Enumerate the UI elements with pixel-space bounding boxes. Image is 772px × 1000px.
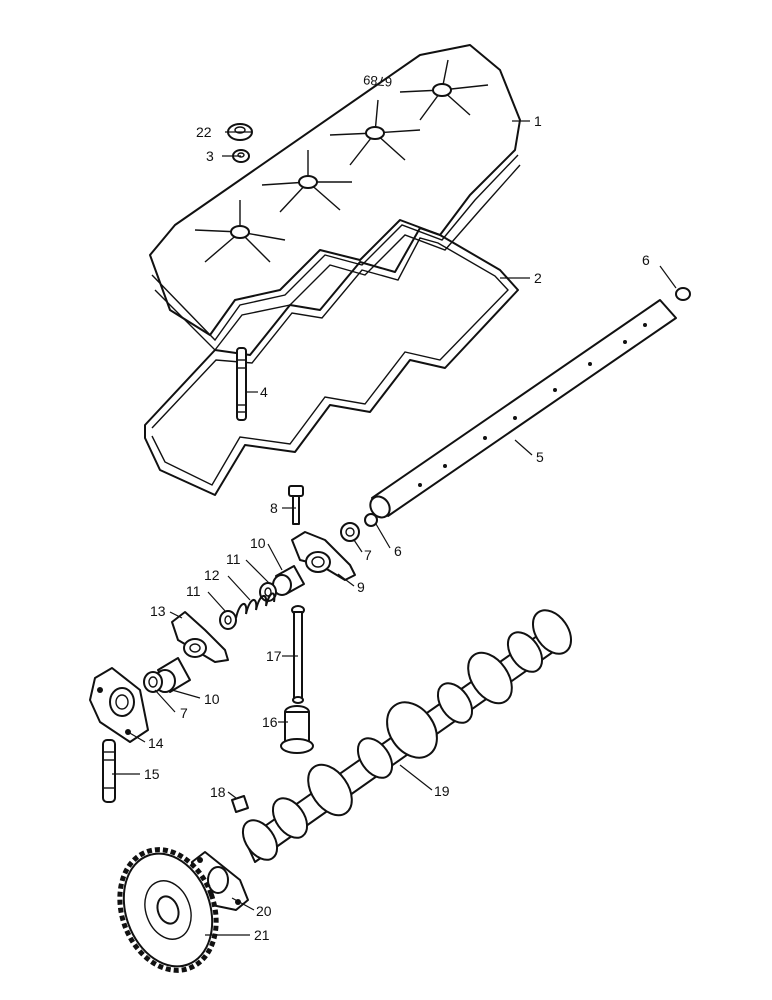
- drawing-code: 6789: [363, 72, 393, 89]
- callout-18: 18: [210, 784, 226, 800]
- push-rod: [291, 605, 305, 704]
- callout-13: 13: [150, 603, 166, 619]
- shaft-plug-end: [675, 287, 691, 301]
- rocker-pedestal: [89, 667, 149, 743]
- cam-lobes: [241, 609, 573, 861]
- shaft-spacer-lower: [143, 671, 163, 693]
- spring-washer-lower: [219, 610, 237, 630]
- callout-10b: 10: [204, 691, 220, 707]
- callout-7b: 7: [180, 705, 188, 721]
- callout-1: 1: [534, 113, 542, 129]
- woodruff-key: [231, 795, 249, 813]
- callout-7a: 7: [364, 547, 372, 563]
- rocker-arm-right: [291, 531, 356, 581]
- callout-3: 3: [206, 148, 214, 164]
- adjusting-screw: [288, 485, 304, 525]
- callout-10a: 10: [250, 535, 266, 551]
- callout-19: 19: [434, 783, 450, 799]
- rocker-bushing-upper: [272, 565, 305, 596]
- cover-bosses: [230, 83, 452, 239]
- callout-22: 22: [196, 124, 212, 140]
- cover-stud: [236, 347, 247, 421]
- camshaft-gear: [117, 847, 219, 973]
- callout-15: 15: [144, 766, 160, 782]
- callout-4: 4: [260, 384, 268, 400]
- callout-2: 2: [534, 270, 542, 286]
- callout-21: 21: [254, 927, 270, 943]
- leader-lines: [112, 120, 677, 936]
- callout-20: 20: [256, 903, 272, 919]
- rocker-shaft: [369, 299, 677, 519]
- callout-11b: 11: [186, 583, 201, 599]
- callout-6a: 6: [642, 252, 650, 268]
- callout-17: 17: [266, 648, 282, 664]
- rocker-arm-left: [171, 611, 229, 663]
- callout-11a: 11: [226, 551, 241, 567]
- callouts: 1 2 22 3 4 5 6 6 7 7 8 9 10 10 11 11 12 …: [144, 113, 650, 943]
- callout-16: 16: [262, 714, 278, 730]
- camshaft: [241, 609, 573, 863]
- rocker-cover: [149, 44, 521, 352]
- callout-14: 14: [148, 735, 164, 751]
- rocker-spring: [235, 592, 276, 619]
- callout-5: 5: [536, 449, 544, 465]
- callout-8: 8: [270, 500, 278, 516]
- tappet: [280, 705, 314, 754]
- shaft-spacer-upper: [340, 522, 360, 542]
- callout-9: 9: [357, 579, 365, 595]
- pedestal-stud: [102, 739, 116, 803]
- callout-6b: 6: [394, 543, 402, 559]
- cover-gasket: [144, 227, 519, 496]
- shaft-holes: [418, 323, 647, 487]
- shaft-plug-front: [364, 513, 378, 527]
- callout-12: 12: [204, 567, 220, 583]
